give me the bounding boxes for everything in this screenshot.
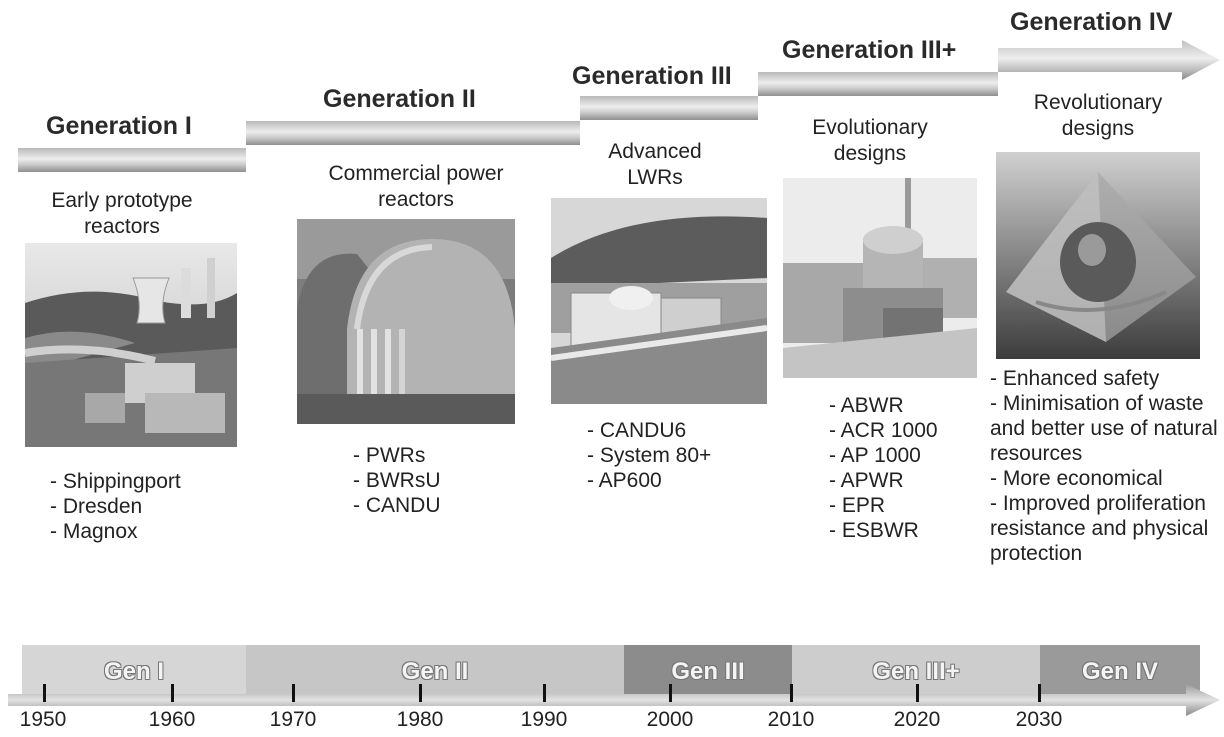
year-label: 2020 xyxy=(893,708,941,731)
tick-1980 xyxy=(419,684,422,702)
list-item: - ACR 1000 xyxy=(829,419,938,442)
tick-2000 xyxy=(669,684,672,702)
gen4-subtitle: Revolutionary designs xyxy=(1033,91,1163,140)
year-label: 1990 xyxy=(520,708,568,731)
prototype-reactor-photo xyxy=(25,243,237,447)
gen3plus-items: - ABWR - ACR 1000 - AP 1000 - APWR - EPR… xyxy=(829,393,938,543)
tick-1990 xyxy=(543,684,546,702)
timeline-arrow xyxy=(8,680,1224,720)
evolutionary-plant-render xyxy=(783,178,977,378)
gen2-title: Generation II xyxy=(323,85,476,113)
gen4-title: Generation IV xyxy=(1010,8,1173,36)
tick-2030 xyxy=(1038,684,1041,702)
list-item: - APWR xyxy=(829,469,904,492)
gen2-subtitle: Commercial power reactors xyxy=(328,162,504,211)
list-item: - EPR xyxy=(829,494,886,517)
gen3plus-bar xyxy=(758,72,998,96)
tick-1970 xyxy=(292,684,295,702)
list-item: - AP600 xyxy=(587,469,662,492)
list-item: - Minimisation of waste and better use o… xyxy=(990,392,1218,465)
year-label: 2000 xyxy=(646,708,694,731)
gen4-pyramid-render xyxy=(996,152,1200,359)
list-item: - BWRsU xyxy=(353,469,441,492)
band-gen2: Gen II xyxy=(246,645,624,698)
gen3-subtitle: Advanced LWRs xyxy=(608,140,702,189)
gen2-items: - PWRs - BWRsU - CANDU xyxy=(353,443,441,518)
list-item: - Magnox xyxy=(50,520,138,543)
band-gen1: Gen I xyxy=(22,645,246,698)
list-item: - CANDU6 xyxy=(587,419,687,442)
gen3-bar xyxy=(580,96,758,120)
advanced-lwr-plant-photo xyxy=(551,198,767,404)
tick-1950 xyxy=(43,684,46,702)
year-label: 1960 xyxy=(148,708,196,731)
tick-1960 xyxy=(171,684,174,702)
gen1-items: - Shippingport - Dresden - Magnox xyxy=(50,469,181,544)
list-item: - ABWR xyxy=(829,394,904,417)
list-item: - Enhanced safety xyxy=(990,367,1160,390)
list-item: - More economical xyxy=(990,467,1163,490)
band-gen3-label: Gen III xyxy=(671,658,745,685)
list-item: - AP 1000 xyxy=(829,444,921,467)
list-item: - Improved proliferation resistance and … xyxy=(990,492,1209,565)
year-label: 1970 xyxy=(269,708,317,731)
gen3plus-title: Generation III+ xyxy=(782,36,957,64)
band-gen2-label: Gen II xyxy=(401,658,469,685)
tick-2010 xyxy=(790,684,793,702)
gen1-subtitle: Early prototype reactors xyxy=(51,189,193,238)
gen3-items: - CANDU6 - System 80+ - AP600 xyxy=(587,418,711,493)
band-gen4-label: Gen IV xyxy=(1081,658,1159,685)
list-item: - Dresden xyxy=(50,495,143,518)
tick-2020 xyxy=(916,684,919,702)
year-label: 2010 xyxy=(767,708,815,731)
list-item: - Shippingport xyxy=(50,470,181,493)
gen3-title: Generation III xyxy=(572,62,732,90)
gen4-items: - Enhanced safety - Minimisation of wast… xyxy=(990,366,1220,566)
year-label: 1950 xyxy=(19,708,67,731)
band-gen3: Gen III xyxy=(624,645,792,698)
containment-domes-photo xyxy=(297,219,515,424)
year-label: 2030 xyxy=(1015,708,1063,731)
band-gen1-label: Gen I xyxy=(103,658,164,685)
band-gen4: Gen IV xyxy=(1040,645,1200,698)
gen1-title: Generation I xyxy=(46,112,192,140)
list-item: - PWRs xyxy=(353,444,426,467)
gen1-bar xyxy=(18,148,246,172)
gen3plus-subtitle: Evolutionary designs xyxy=(812,116,928,165)
gen2-bar xyxy=(246,121,580,145)
list-item: - System 80+ xyxy=(587,444,712,467)
gen4-arrow xyxy=(998,40,1224,80)
year-label: 1980 xyxy=(396,708,444,731)
list-item: - CANDU xyxy=(353,494,441,517)
list-item: - ESBWR xyxy=(829,519,919,542)
band-gen3plus-label: Gen III+ xyxy=(872,658,960,685)
